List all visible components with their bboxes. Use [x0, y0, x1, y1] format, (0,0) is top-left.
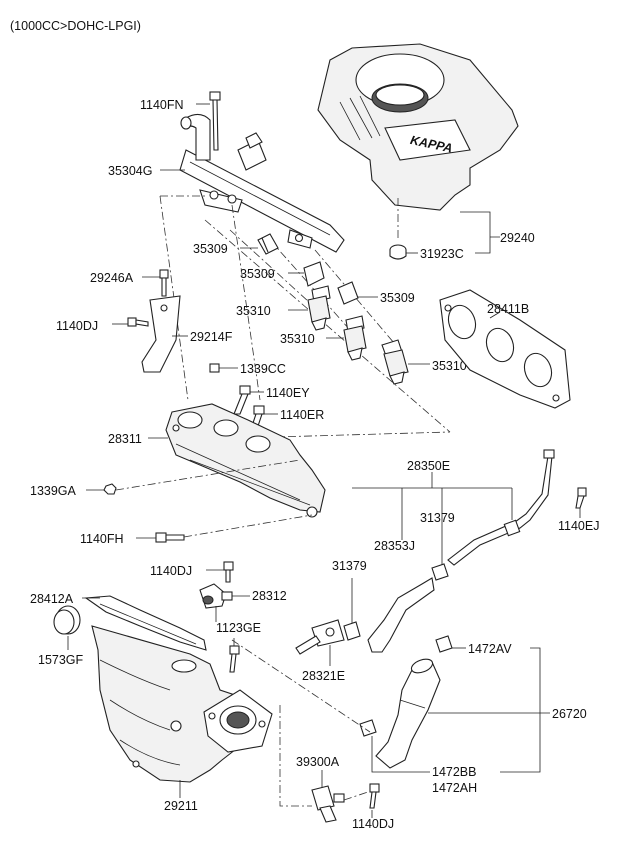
clip-35309-b[interactable] [303, 261, 325, 287]
bolt-1140fn[interactable] [209, 91, 221, 151]
label-1140dj-a: 1140DJ [56, 319, 98, 333]
label-35310-b: 35310 [280, 332, 315, 346]
label-39300a: 39300A [296, 755, 340, 769]
label-26720: 26720 [552, 707, 587, 721]
bolt-1140dj-a[interactable] [127, 317, 149, 327]
clamp-31379-b[interactable] [431, 563, 449, 581]
hose-26720[interactable] [375, 657, 441, 769]
label-31923c: 31923C [420, 247, 464, 261]
label-29240: 29240 [500, 231, 535, 245]
sensor-39300a[interactable] [311, 785, 345, 823]
label-28350e: 28350E [407, 459, 450, 473]
label-35309-b: 35309 [240, 267, 275, 281]
label-1123ge: 1123GE [216, 621, 261, 635]
exhaust-manifold-28311[interactable] [165, 403, 326, 518]
label-31379-a: 31379 [332, 559, 367, 573]
hose-28353j[interactable] [367, 577, 435, 653]
clip-35309-c[interactable] [337, 281, 359, 305]
nut-1339ga[interactable] [103, 483, 117, 495]
sensor-28312[interactable] [199, 583, 233, 609]
cap-31923c[interactable] [389, 244, 407, 260]
label-29246a: 29246A [90, 271, 134, 285]
nut-1339cc[interactable] [209, 363, 220, 373]
bolt-1123ge[interactable] [229, 645, 240, 673]
gasket-28411b[interactable] [439, 289, 571, 409]
intake-manifold-29211[interactable] [91, 625, 273, 783]
label-1140dj-c: 1140DJ [352, 817, 394, 831]
label-1140fn: 1140FN [140, 98, 184, 112]
label-1140dj-b: 1140DJ [150, 564, 192, 578]
injector-35310-a[interactable] [307, 285, 331, 331]
label-1140er: 1140ER [280, 408, 324, 422]
bolt-1140dj-b[interactable] [223, 561, 234, 583]
label-28412a: 28412A [30, 592, 74, 606]
label-1339ga: 1339GA [30, 484, 77, 498]
injector-35310-b[interactable] [343, 315, 367, 361]
hose-28350e-upper[interactable] [447, 449, 555, 566]
label-35304g: 35304G [108, 164, 152, 178]
bolt-1140ej[interactable] [575, 487, 587, 509]
label-31379-b: 31379 [420, 511, 455, 525]
diagram-title: (1000CC>DOHC-LPGI) [10, 19, 141, 33]
clip-35309-a[interactable] [257, 233, 279, 255]
bolt-1140dj-c[interactable] [369, 783, 380, 809]
label-1140ej: 1140EJ [558, 519, 599, 533]
label-1140ey: 1140EY [266, 386, 310, 400]
cap-1573gf[interactable] [53, 605, 81, 635]
label-1472bb: 1472BB [432, 765, 476, 779]
injector-35310-c[interactable] [381, 339, 409, 385]
label-1573gf: 1573GF [38, 653, 84, 667]
clamp-1472bb[interactable] [359, 719, 377, 737]
label-1472ah: 1472AH [432, 781, 477, 795]
engine-cover[interactable]: KAPPA [317, 43, 519, 211]
bolt-29246a[interactable] [159, 269, 169, 297]
label-28321e: 28321E [302, 669, 345, 683]
label-29214f: 29214F [190, 330, 233, 344]
label-35309-c: 35309 [380, 291, 415, 305]
bolt-1140ey[interactable] [233, 385, 251, 415]
label-28311: 28311 [108, 432, 142, 446]
clamp-31379-a[interactable] [343, 621, 361, 641]
clamp-1472av[interactable] [435, 635, 453, 653]
valve-28321e[interactable] [295, 619, 345, 655]
bracket-29214f[interactable] [141, 295, 181, 373]
label-1140fh: 1140FH [80, 532, 124, 546]
label-28411b: 28411B [487, 302, 529, 316]
label-35310-a: 35310 [236, 304, 271, 318]
label-28353j: 28353J [374, 539, 415, 553]
label-1472av: 1472AV [468, 642, 512, 656]
gasket-28412a[interactable] [84, 595, 207, 651]
label-35309-a: 35309 [193, 242, 228, 256]
fuel-rail[interactable] [179, 113, 345, 253]
bolt-1140fh[interactable] [155, 532, 185, 543]
label-29211: 29211 [164, 799, 198, 813]
label-28312: 28312 [252, 589, 287, 603]
label-1339cc: 1339CC [240, 362, 286, 376]
label-35310-c: 35310 [432, 359, 467, 373]
